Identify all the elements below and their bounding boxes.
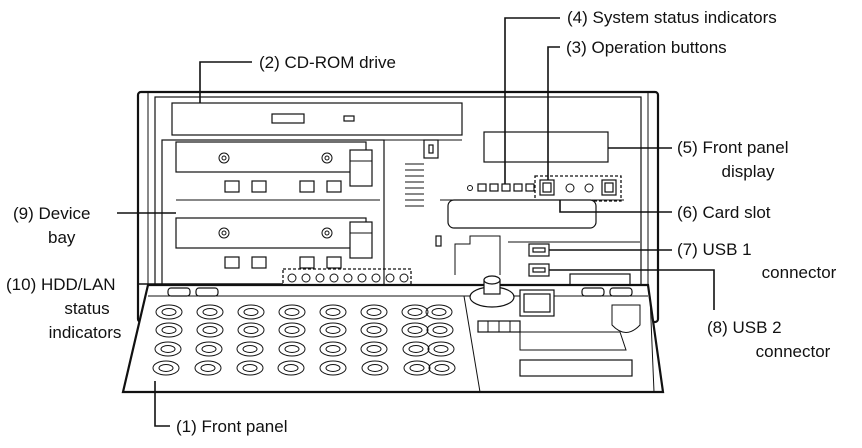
- label-operation-buttons: (3) Operation buttons: [566, 38, 727, 57]
- keypad-button: [155, 322, 183, 338]
- keypad-button: [425, 304, 453, 320]
- keypad-button: [236, 341, 264, 357]
- label-hdd-lan-2: status: [64, 299, 109, 318]
- system-status-indicators: [467, 183, 535, 192]
- jog-dial[interactable]: [469, 275, 515, 308]
- keypad-button: [152, 360, 180, 376]
- keypad-button: [361, 360, 389, 376]
- keypad-button: [195, 341, 223, 357]
- label-card-slot: (6) Card slot: [677, 203, 771, 222]
- label-cd-rom-drive: (2) CD-ROM drive: [259, 53, 396, 72]
- card-slot[interactable]: [440, 199, 624, 229]
- label-usb-1-line-2: connector: [762, 263, 837, 282]
- front-panel: [121, 283, 665, 394]
- label-hdd-lan-3: indicators: [49, 323, 122, 342]
- bay-handle-lower: [175, 217, 367, 249]
- keypad-button: [360, 341, 388, 357]
- keypad-button: [319, 341, 347, 357]
- front-panel-display: [483, 131, 609, 163]
- keypad-button: [237, 304, 265, 320]
- keypad-button: [237, 322, 265, 338]
- bay-handle-upper: [175, 141, 367, 173]
- keypad-button: [319, 304, 347, 320]
- label-usb-1-line-1: (7) USB 1: [677, 240, 752, 259]
- usb-1-connector[interactable]: [528, 243, 550, 257]
- bay-latch-upper: [349, 149, 373, 187]
- label-usb-2-line-1: (8) USB 2: [707, 318, 782, 337]
- keypad-button: [401, 322, 429, 338]
- label-device-bay-2: bay: [48, 228, 76, 247]
- keypad-button: [402, 341, 430, 357]
- callout-labels: (2) CD-ROM drive (4) System status indic…: [6, 8, 837, 436]
- keypad-button: [278, 304, 306, 320]
- keypad-button: [278, 322, 306, 338]
- keypad-button: [360, 322, 388, 338]
- keypad-button: [319, 360, 347, 376]
- keypad-button: [196, 304, 224, 320]
- keypad-button: [428, 360, 456, 376]
- control-area: [384, 139, 462, 207]
- label-system-status-indicators: (4) System status indicators: [567, 8, 777, 27]
- keypad-buttons[interactable]: [152, 304, 456, 376]
- keypad-button: [236, 360, 264, 376]
- label-front-panel-display-1: (5) Front panel: [677, 138, 789, 157]
- operation-buttons[interactable]: [534, 175, 622, 202]
- keypad-button: [277, 360, 305, 376]
- label-usb-2-line-2: connector: [756, 342, 831, 361]
- label-hdd-lan-1: (10) HDD/LAN: [6, 275, 116, 294]
- label-device-bay-1: (9) Device: [13, 204, 90, 223]
- keypad-button: [427, 341, 455, 357]
- keypad-button: [319, 322, 347, 338]
- keypad-button: [401, 304, 429, 320]
- keypad-button: [403, 360, 431, 376]
- label-front-panel-display-2: display: [722, 162, 775, 181]
- keypad-button: [155, 304, 183, 320]
- cd-rom-drive: [171, 102, 463, 136]
- keypad-button: [196, 322, 224, 338]
- leader-lines: [117, 17, 715, 427]
- keypad-button: [278, 341, 306, 357]
- keypad-button: [154, 341, 182, 357]
- keypad-button: [194, 360, 222, 376]
- keypad-button: [426, 322, 454, 338]
- keypad-button: [360, 304, 388, 320]
- label-front-panel: (1) Front panel: [176, 417, 288, 436]
- usb-2-connector[interactable]: [528, 263, 550, 277]
- bay-latch-lower: [349, 221, 373, 259]
